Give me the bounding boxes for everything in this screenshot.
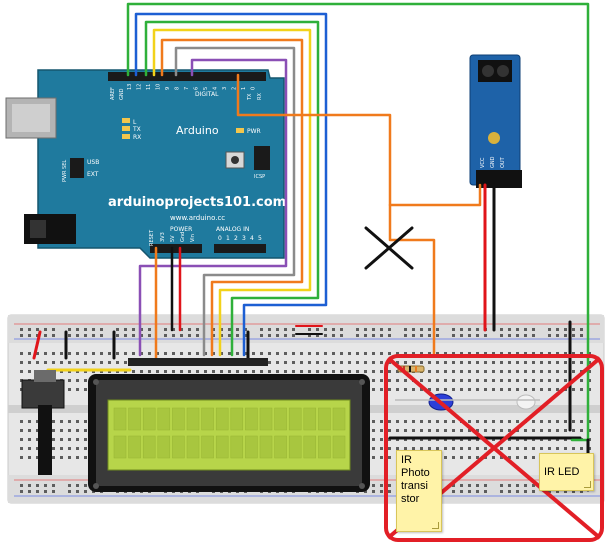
power-pin-label: 5V	[170, 235, 176, 242]
usb-label: USB	[87, 159, 99, 166]
sensor-pin-labels: VCC GND OUT	[480, 156, 506, 168]
ir-led-note-text: IR LED	[544, 466, 580, 478]
power-pin-label: Vin	[190, 234, 196, 242]
gnd-label: GND	[119, 88, 125, 100]
analog-pin-label: 2	[234, 235, 238, 242]
led-tx-label: TX	[132, 126, 141, 133]
arduino-brand: Arduino	[176, 124, 219, 137]
digital-pin-label: 1	[241, 87, 247, 90]
lcd-character-cells	[113, 407, 346, 459]
wire-orange-a	[160, 38, 304, 357]
ir-led-note: IR LED	[539, 453, 594, 491]
pwr-led-label: PWR	[247, 128, 261, 135]
wire-orange-down	[388, 203, 436, 357]
analog-pin-label: 1	[226, 235, 230, 242]
digital-pin-label: 12	[137, 84, 143, 90]
remove-x-mark	[364, 226, 414, 270]
wire-purple	[138, 58, 288, 357]
aref-label: AREF	[110, 87, 116, 100]
wire-gray	[174, 46, 296, 357]
power-header	[150, 244, 202, 253]
analog-pin-label: 5	[258, 235, 262, 242]
ir-sensor-module: VCC GND OUT	[469, 54, 522, 188]
wire-green	[144, 20, 320, 357]
digital-pin-label: 3	[222, 87, 228, 90]
digital-label: DIGITAL	[195, 91, 219, 98]
arduino-watermark: arduinoprojects101.com	[108, 195, 286, 210]
tx-pin-label: TX	[247, 93, 253, 101]
digital-pin-label: 11	[146, 84, 152, 90]
digital-pin-label: 2	[232, 87, 238, 90]
wire-blue	[134, 12, 328, 357]
power-pin-label: Gnd	[180, 232, 186, 242]
digital-pin-label: 4	[213, 87, 219, 90]
digital-pin-label: 8	[175, 87, 181, 90]
wire-green-top	[126, 2, 590, 360]
digital-header	[108, 72, 266, 81]
lcd-display	[88, 358, 370, 492]
wire-red-pot	[32, 330, 42, 360]
ext-label: EXT	[87, 171, 99, 178]
icsp-header	[254, 146, 270, 170]
digital-pin-label: 13	[127, 84, 133, 90]
digital-pin-label: 0	[251, 87, 257, 90]
rx-pin-label: RX	[257, 93, 263, 100]
clear-led	[516, 394, 536, 410]
digital-pin-label: 5	[203, 87, 209, 90]
digital-pin-label: 10	[156, 84, 162, 90]
digital-pin-label: 7	[184, 87, 190, 90]
arduino-website: www.arduino.cc	[170, 214, 225, 222]
icsp-label: ICSP	[254, 174, 265, 180]
photo-transistor-note-text: IR Photo transi stor	[401, 454, 430, 505]
digital-pin-label: 6	[194, 87, 200, 90]
arduino-board: Arduino arduinoprojects101.com www.ardui…	[5, 69, 286, 259]
analog-pin-label: 0	[218, 235, 222, 242]
analog-header	[214, 244, 266, 253]
analog-label: ANALOG IN	[216, 226, 249, 233]
led-rx-label: RX	[133, 134, 141, 141]
power-pin-label: 3V3	[160, 232, 166, 242]
analog-pin-label: 3	[242, 235, 246, 242]
photo-transistor-note: IR Photo transi stor	[396, 450, 442, 532]
led-l-label: L	[133, 119, 137, 126]
reset-pin-label: RESET	[149, 229, 155, 246]
sensor-pin-label: VCC	[480, 157, 486, 168]
wire-yellow	[152, 28, 312, 357]
potentiometer	[21, 370, 65, 475]
wire-orange-tx	[236, 73, 482, 207]
power-label: POWER	[170, 226, 192, 233]
sensor-pin-label: GND	[490, 156, 496, 168]
analog-pin-label: 4	[250, 235, 254, 242]
sensor-pin-label: OUT	[500, 156, 506, 168]
pwr-sel-label: PWR SEL	[62, 160, 68, 182]
digital-pin-label: 9	[165, 87, 171, 90]
power-pin-labels: 3V3 5V Gnd Vin	[160, 232, 196, 242]
